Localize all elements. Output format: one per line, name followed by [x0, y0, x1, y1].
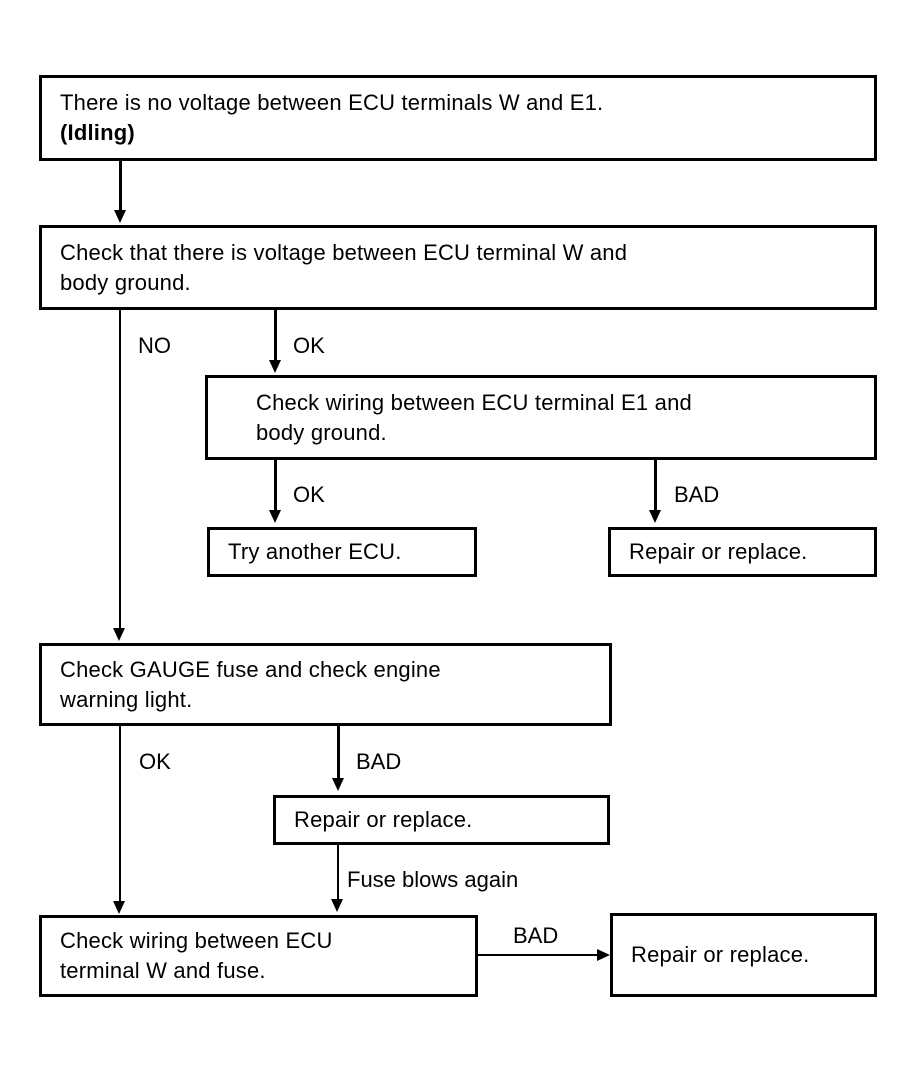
node-check-w-line1: Check that there is voltage between ECU …	[60, 239, 628, 265]
connector-ok-branch-3	[119, 726, 121, 904]
connector-bad-branch-1	[654, 460, 657, 512]
node-check-gauge-line1: Check GAUGE fuse and check engine	[60, 656, 441, 682]
node-repair-or-replace-e1-label: Repair or replace.	[629, 539, 808, 564]
edge-label-fuse-blows-again: Fuse blows again	[347, 867, 519, 892]
arrowhead-bad-branch-1	[649, 510, 661, 523]
connector-no-branch	[119, 310, 121, 630]
edge-label-bad-2: BAD	[356, 749, 402, 774]
connector-bad-branch-2	[337, 726, 340, 779]
node-repair-or-replace-wiring: Repair or replace.	[610, 913, 877, 997]
arrowhead-no-branch	[113, 628, 125, 641]
node-check-w-body-ground: Check that there is voltage between ECU …	[39, 225, 877, 310]
edge-label-bad-1: BAD	[674, 482, 720, 507]
connector-ok-branch-1	[274, 310, 277, 362]
node-check-w-line2: body ground.	[60, 269, 191, 295]
arrowhead-start-to-check-w	[114, 210, 126, 223]
arrowhead-ok-branch-1	[269, 360, 281, 373]
arrowhead-bad-branch-2	[332, 778, 344, 791]
node-try-another-ecu: Try another ECU.	[207, 527, 477, 577]
edge-label-ok-1: OK	[293, 333, 325, 358]
node-try-another-ecu-label: Try another ECU.	[228, 539, 402, 564]
node-start-line1: There is no voltage between ECU terminal…	[60, 90, 604, 115]
node-check-w-fuse-line1: Check wiring between ECU	[60, 928, 333, 953]
node-repair-or-replace-e1: Repair or replace.	[608, 527, 877, 577]
node-check-gauge-fuse: Check GAUGE fuse and check engine warnin…	[39, 643, 612, 726]
node-repair-or-replace-wiring-label: Repair or replace.	[631, 942, 810, 967]
node-repair-or-replace-fuse-label: Repair or replace.	[294, 807, 473, 832]
arrowhead-fuse-blows-again	[331, 899, 343, 912]
connector-bad-branch-3	[478, 954, 600, 956]
arrowhead-bad-branch-3	[597, 949, 610, 961]
node-check-e1-wiring: Check wiring between ECU terminal E1 and…	[205, 375, 877, 460]
edge-label-no: NO	[138, 333, 171, 358]
node-check-e1-line2: body ground.	[256, 419, 387, 445]
node-check-gauge-line2: warning light.	[60, 686, 193, 712]
arrowhead-ok-branch-3	[113, 901, 125, 914]
connector-start-to-check-w	[119, 161, 122, 213]
edge-label-bad-3: BAD	[513, 923, 559, 948]
node-check-w-fuse-wiring: Check wiring between ECU terminal W and …	[39, 915, 478, 997]
connector-ok-branch-2	[274, 460, 277, 512]
node-start-line2: (Idling)	[60, 120, 135, 145]
node-start: There is no voltage between ECU terminal…	[39, 75, 877, 161]
connector-fuse-blows-again	[337, 845, 339, 902]
node-check-e1-line1: Check wiring between ECU terminal E1 and	[256, 389, 692, 415]
edge-label-ok-2: OK	[293, 482, 325, 507]
node-check-w-fuse-line2: terminal W and fuse.	[60, 958, 266, 983]
node-repair-or-replace-fuse: Repair or replace.	[273, 795, 610, 845]
arrowhead-ok-branch-2	[269, 510, 281, 523]
edge-label-ok-3: OK	[139, 749, 171, 774]
